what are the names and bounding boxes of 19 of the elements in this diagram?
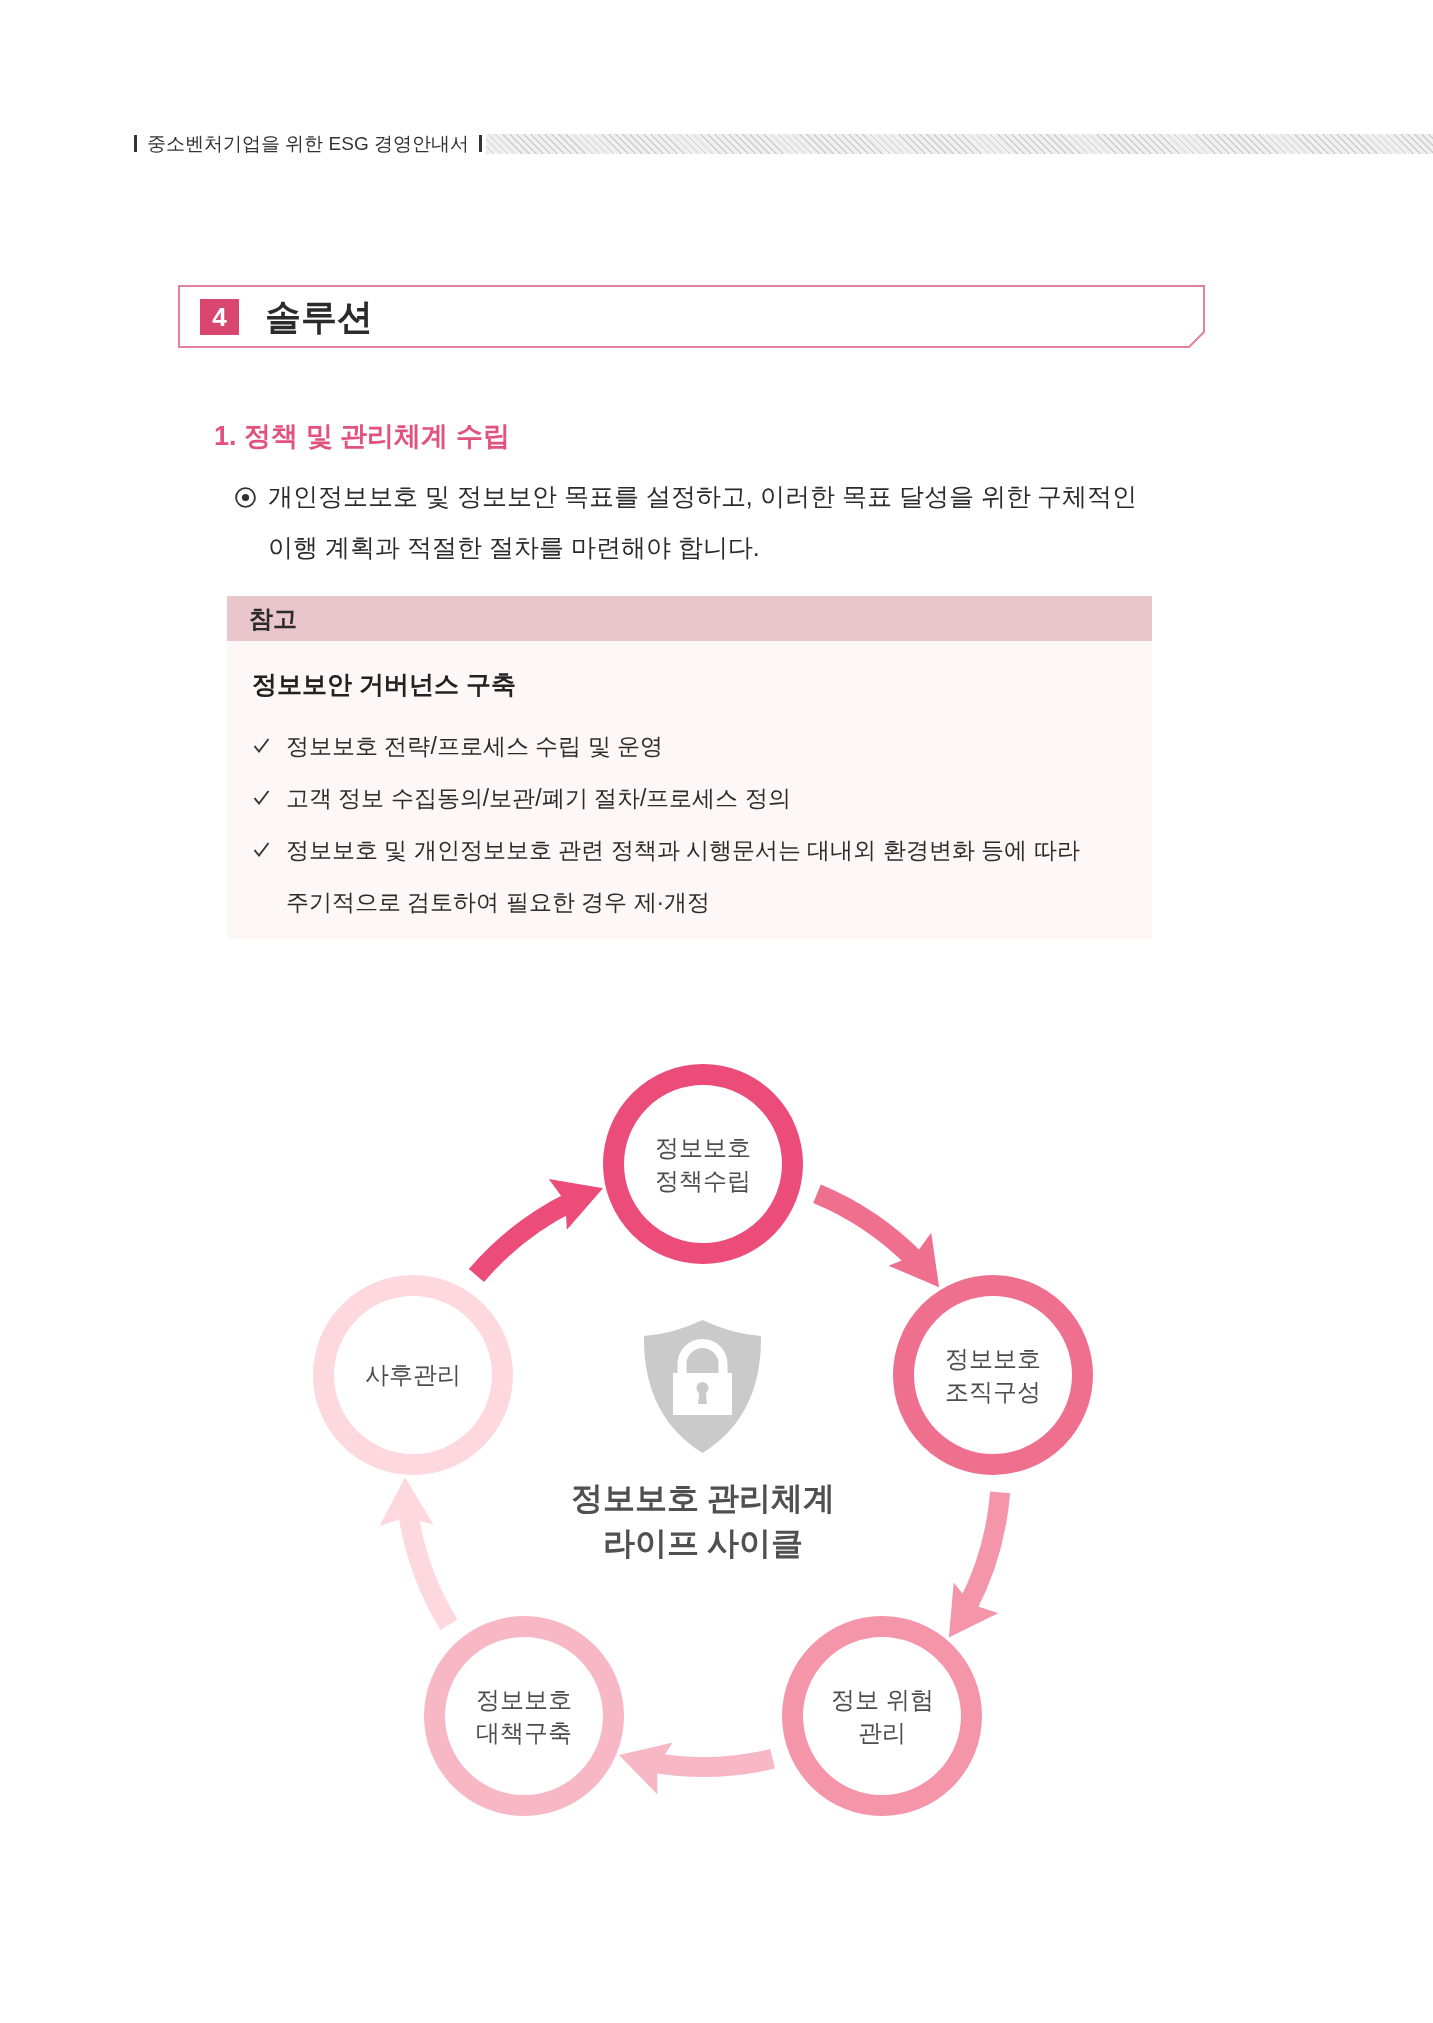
step-label: 사후관리	[363, 1360, 462, 1391]
section-heading-box	[178, 285, 1205, 348]
step-label: 정보보호 정책수립	[654, 1133, 752, 1196]
reference-header-band: 참고	[227, 596, 1152, 641]
step-label: 정보보호 대책구축	[474, 1684, 573, 1748]
cycle-arrow	[382, 1476, 458, 1630]
body-paragraph: 개인정보보호 및 정보보안 목표를 설정하고, 이러한 목표 달성을 위한 구체적인 이행 계획과 적절한 절차를 마련해야 합니다.	[268, 481, 1139, 563]
step-label: 정보 위험 관리	[829, 1684, 935, 1748]
section-number-badge: 4	[200, 299, 239, 335]
running-header: 중소벤처기업을 위한 ESG 경영안내서	[147, 133, 469, 154]
subsection-heading: 1. 정책 및 관리체계 수립	[214, 420, 510, 453]
step-label: 정보보호 조직구성	[944, 1343, 1043, 1407]
checklist-item: 고객 정보 수집동의/보관/폐기 절차/프로세스 정의	[286, 784, 791, 813]
checklist-item: 정보보호 전략/프로세스 수립 및 운영	[286, 732, 663, 761]
panel-subheading: 정보보안 거버넌스 구축	[252, 669, 516, 700]
reference-panel	[227, 596, 1152, 939]
checklist-item: 정보보호 및 개인정보보호 관련 정책과 시행문서는 대내외 환경변화 등에 따라 주기적으로 검토하여 필요한 경우 제·개정	[286, 836, 1081, 917]
diagram-title: 정보보호 관리체계 라이프 사이클	[569, 1479, 837, 1563]
section-title: 솔루션	[265, 295, 373, 339]
